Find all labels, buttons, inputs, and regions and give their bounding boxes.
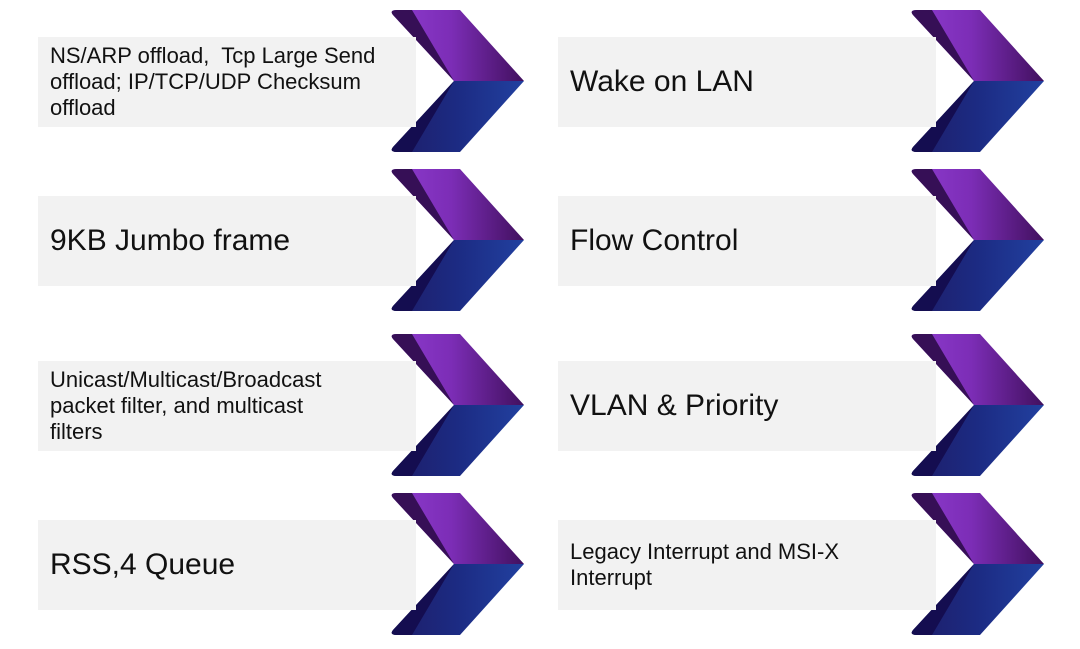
feature-label-box: Wake on LAN xyxy=(558,37,936,127)
feature-label-box: 9KB Jumbo frame xyxy=(38,196,416,286)
feature-text: Flow Control xyxy=(570,224,739,257)
feature-text: VLAN & Priority xyxy=(570,389,779,422)
feature-label-box: NS/ARP offload, Tcp Large Send offload; … xyxy=(38,37,416,127)
feature-text: NS/ARP offload, Tcp Large Send offload; … xyxy=(50,43,376,120)
feature-text: Legacy Interrupt and MSI-X Interrupt xyxy=(570,539,840,590)
feature-label-box: Flow Control xyxy=(558,196,936,286)
feature-text: 9KB Jumbo frame xyxy=(50,224,291,257)
feature-label-box: RSS,4 Queue xyxy=(38,520,416,610)
feature-label-box: VLAN & Priority xyxy=(558,361,936,451)
feature-label-box: Legacy Interrupt and MSI-X Interrupt xyxy=(558,520,936,610)
feature-text: Wake on LAN xyxy=(570,65,754,98)
feature-text: RSS,4 Queue xyxy=(50,548,236,581)
feature-text: Unicast/Multicast/Broadcast packet filte… xyxy=(50,367,322,444)
feature-label-box: Unicast/Multicast/Broadcast packet filte… xyxy=(38,361,416,451)
